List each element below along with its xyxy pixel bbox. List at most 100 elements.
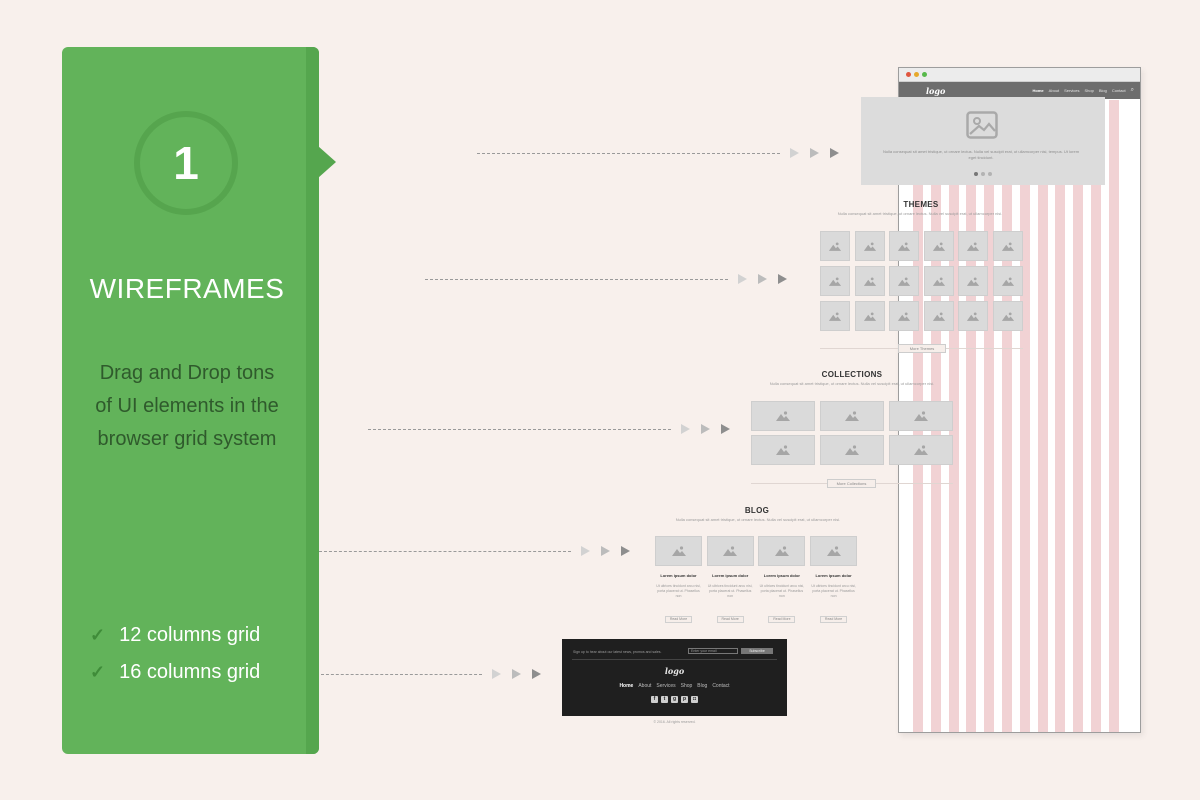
grid-column bbox=[948, 100, 959, 732]
theme-thumbnail[interactable] bbox=[889, 266, 920, 296]
theme-thumbnail[interactable] bbox=[958, 266, 989, 296]
footer-nav-home[interactable]: Home bbox=[619, 683, 634, 689]
newsletter-note: Sign up to hear about our latest news, p… bbox=[573, 650, 662, 654]
blog-post-title[interactable]: Lorem ipsum dolor bbox=[660, 573, 697, 578]
slider-dot[interactable] bbox=[988, 172, 992, 176]
slider-dot[interactable] bbox=[974, 172, 978, 176]
feature-label: 16 columns grid bbox=[119, 661, 261, 683]
nav-shop[interactable]: Shop bbox=[1084, 88, 1094, 93]
panel-description: Drag and Drop tons of UI elements in the… bbox=[82, 357, 292, 456]
google-plus-icon[interactable]: g bbox=[671, 696, 678, 703]
blog-post-image[interactable] bbox=[758, 536, 806, 566]
panel-edge bbox=[306, 47, 319, 754]
footer-nav-contact[interactable]: Contact bbox=[712, 683, 730, 689]
theme-thumbnail[interactable] bbox=[854, 301, 885, 331]
grid-column bbox=[1037, 100, 1048, 732]
nav-blog[interactable]: Blog bbox=[1098, 88, 1107, 93]
arrow-icon bbox=[758, 274, 767, 284]
more-themes-button[interactable]: More Themes bbox=[898, 344, 946, 353]
theme-thumbnail[interactable] bbox=[889, 231, 920, 261]
grid-column bbox=[966, 100, 977, 732]
subscribe-button[interactable]: Subscribe bbox=[741, 648, 773, 654]
footer-nav-shop[interactable]: Shop bbox=[680, 683, 693, 689]
theme-thumbnail[interactable] bbox=[958, 301, 989, 331]
footer-nav: Home About Services Shop Blog Contact bbox=[562, 683, 787, 689]
blog-post-title[interactable]: Lorem ipsum dolor bbox=[815, 573, 852, 578]
nav-about[interactable]: About bbox=[1048, 88, 1060, 93]
image-placeholder-icon bbox=[914, 445, 928, 455]
theme-thumbnail[interactable] bbox=[923, 301, 954, 331]
hero-slider: Nulla consequat sit amet tristique, ut o… bbox=[861, 97, 1105, 185]
theme-thumbnail[interactable] bbox=[993, 231, 1023, 261]
read-more-button[interactable]: Read More bbox=[665, 616, 692, 623]
read-more-button[interactable]: Read More bbox=[716, 616, 744, 623]
search-icon[interactable]: ⌕ bbox=[1130, 87, 1134, 93]
theme-thumbnail[interactable] bbox=[854, 231, 885, 261]
collection-thumbnail[interactable] bbox=[889, 401, 953, 431]
grid-column bbox=[1108, 100, 1119, 732]
arrow-icon bbox=[532, 669, 541, 679]
themes-subtitle: Nulla consequat sit amet tristique, ut o… bbox=[837, 211, 1003, 216]
read-more-button[interactable]: Read More bbox=[768, 616, 796, 623]
blog-post-title[interactable]: Lorem ipsum dolor bbox=[712, 573, 749, 578]
read-more-button[interactable]: Read More bbox=[820, 616, 848, 623]
nav-home[interactable]: Home bbox=[1032, 88, 1044, 93]
theme-thumbnail[interactable] bbox=[820, 231, 850, 261]
arrow-icon bbox=[512, 669, 521, 679]
collection-thumbnail[interactable] bbox=[889, 435, 953, 465]
checkmark-icon: ✓ bbox=[90, 662, 106, 682]
nav-services[interactable]: Services bbox=[1064, 88, 1080, 93]
collections-title: COLLECTIONS bbox=[821, 370, 883, 379]
slider-dot[interactable] bbox=[981, 172, 985, 176]
image-placeholder-icon bbox=[967, 241, 980, 251]
theme-thumbnail[interactable] bbox=[993, 266, 1023, 296]
theme-thumbnail[interactable] bbox=[958, 231, 989, 261]
collection-thumbnail[interactable] bbox=[820, 435, 884, 465]
arrow-icon bbox=[778, 274, 787, 284]
collection-thumbnail[interactable] bbox=[751, 401, 815, 431]
pinterest-icon[interactable]: p bbox=[681, 696, 688, 703]
collection-thumbnail[interactable] bbox=[751, 435, 815, 465]
feature-item: ✓ 12 columns grid bbox=[90, 624, 260, 647]
collection-thumbnail[interactable] bbox=[820, 401, 884, 431]
footer-logo[interactable]: logo bbox=[664, 666, 685, 676]
site-logo[interactable]: logo bbox=[926, 85, 946, 96]
collections-subtitle: Nulla consequat sit amet tristique, ut o… bbox=[769, 381, 935, 386]
panel-description-line: Drag and Drop tons bbox=[99, 362, 275, 384]
blog-post-image[interactable] bbox=[706, 536, 754, 566]
blog-title: BLOG bbox=[744, 506, 770, 515]
panel-description-line: of UI elements in the bbox=[95, 395, 279, 417]
image-placeholder-icon bbox=[863, 241, 876, 251]
instagram-icon[interactable]: ◘ bbox=[691, 696, 698, 703]
newsletter-email-input[interactable]: Enter your email bbox=[688, 648, 738, 654]
facebook-icon[interactable]: f bbox=[651, 696, 658, 703]
footer-nav-services[interactable]: Services bbox=[656, 683, 676, 689]
footer-nav-about[interactable]: About bbox=[638, 683, 652, 689]
theme-thumbnail[interactable] bbox=[889, 301, 920, 331]
grid-column bbox=[1073, 100, 1084, 732]
connector-arrow-themes bbox=[425, 272, 787, 286]
blog-post-title[interactable]: Lorem ipsum dolor bbox=[763, 573, 800, 578]
theme-thumbnail[interactable] bbox=[993, 301, 1023, 331]
wireframes-info-panel: 1 WIREFRAMES Drag and Drop tons of UI el… bbox=[62, 47, 336, 754]
blog-post-image[interactable] bbox=[810, 536, 858, 566]
arrow-icon bbox=[601, 546, 610, 556]
arrow-icon bbox=[721, 424, 730, 434]
theme-thumbnail[interactable] bbox=[923, 231, 954, 261]
theme-thumbnail[interactable] bbox=[820, 301, 850, 331]
twitter-icon[interactable]: t bbox=[661, 696, 668, 703]
footer-nav-blog[interactable]: Blog bbox=[697, 683, 708, 689]
theme-thumbnail[interactable] bbox=[820, 266, 850, 296]
dashed-line bbox=[321, 673, 482, 675]
grid-column bbox=[1002, 100, 1012, 732]
image-placeholder-icon bbox=[774, 546, 789, 556]
nav-contact[interactable]: Contact bbox=[1111, 88, 1126, 93]
panel-title: WIREFRAMES bbox=[89, 273, 285, 304]
image-placeholder-icon bbox=[932, 276, 945, 286]
site-nav: Home About Services Shop Blog Contact ⌕ bbox=[1033, 87, 1134, 94]
theme-thumbnail[interactable] bbox=[854, 266, 885, 296]
blog-post-image[interactable] bbox=[655, 536, 702, 566]
image-placeholder-icon bbox=[828, 276, 842, 286]
more-collections-button[interactable]: More Collections bbox=[827, 479, 876, 488]
theme-thumbnail[interactable] bbox=[923, 266, 954, 296]
